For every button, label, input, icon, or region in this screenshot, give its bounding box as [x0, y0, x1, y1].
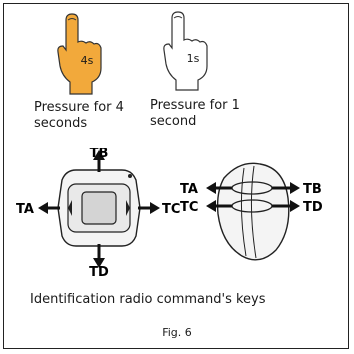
remote-left-key-bottom: TD: [89, 265, 109, 278]
remote-left-display: [81, 191, 117, 225]
caption-4s-line1: Pressure for 4: [34, 100, 124, 115]
hand-press-1s-icon: 1s: [163, 11, 208, 91]
caption-1s-line1: Pressure for 1: [150, 98, 240, 113]
hand-left-shape: [57, 13, 102, 95]
figure-label: Fig. 6: [162, 326, 192, 339]
hand-right-shape: [163, 11, 208, 91]
remote-left-key-top: TB: [90, 148, 109, 161]
keyfob-key-bottom-left: TC: [180, 200, 198, 215]
keyfob-arrows: [206, 182, 300, 212]
remote-left-key-left: TA: [16, 202, 34, 217]
caption-4s: Pressure for 4 seconds: [34, 100, 124, 132]
caption-1s: Pressure for 1 second: [150, 98, 240, 130]
remote-control-diagram-left: TB TA TC TD: [16, 148, 180, 278]
caption-4s-line2: seconds: [34, 116, 88, 131]
caption-1s-line2: second: [150, 114, 197, 129]
hand-press-4s-icon: 4s: [57, 13, 102, 95]
keyfob-diagram-right: TA TB TC TD: [180, 162, 323, 261]
figure-frame: [3, 3, 349, 349]
figure-title: Identification radio command's keys: [30, 292, 266, 307]
keyfob-key-top-right: TB: [303, 182, 322, 197]
hand-right-time-label: 1s: [187, 52, 200, 65]
remote-left-arrows: [38, 150, 160, 268]
keyfob-key-top-left: TA: [180, 182, 198, 197]
keyfob-key-bottom-right: TD: [303, 200, 323, 215]
remote-left-key-right: TC: [162, 202, 180, 217]
hand-left-time-label: 4s: [81, 54, 94, 67]
